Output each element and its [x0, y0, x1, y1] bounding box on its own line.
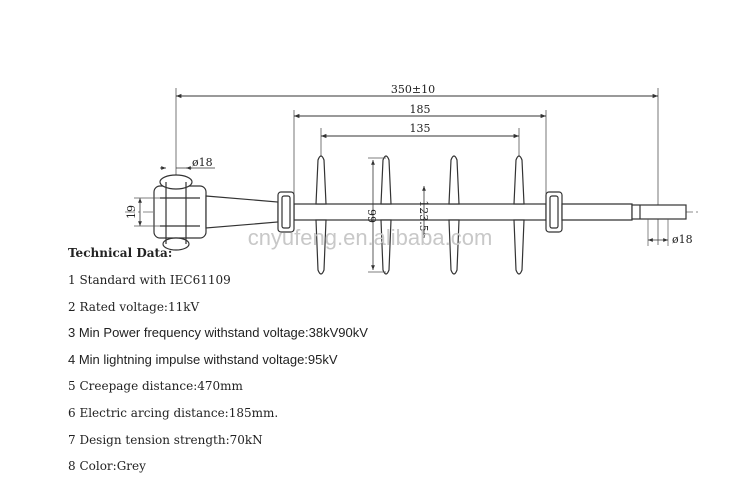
spec-item: 4 Min lightning impulse withstand voltag… — [68, 351, 338, 367]
dim-sheds-outer-label: 185 — [410, 103, 431, 116]
technical-data-list: 1 Standard with IEC61109 2 Rated voltage… — [68, 272, 368, 485]
dim-core-dia-label: 123.5 — [417, 200, 430, 232]
spec-item: 8 Color:Grey — [68, 459, 146, 474]
sheds — [315, 155, 525, 275]
dim-overall-label: 350±10 — [391, 83, 435, 96]
dim-sheds-inner-label: 135 — [410, 122, 431, 135]
dim-eye-width-label: 19 — [125, 205, 138, 219]
technical-data-title: Technical Data: — [68, 246, 173, 260]
dim-eye-dia-label: ø18 — [192, 156, 213, 169]
spec-item: 6 Electric arcing distance:185mm. — [68, 405, 279, 420]
clevis-end-fitting — [153, 174, 279, 251]
spec-item: 5 Creepage distance:470mm — [68, 379, 243, 394]
watermark: cnyufeng.en.alibaba.com — [248, 225, 493, 250]
spec-item: 7 Design tension strength:70kN — [68, 432, 263, 447]
rod-end-fitting — [561, 203, 687, 221]
spec-item: 2 Rated voltage:11kV — [68, 299, 200, 314]
spec-item: 3 Min Power frequency withstand voltage:… — [68, 325, 368, 341]
spec-item: 1 Standard with IEC61109 — [68, 273, 231, 287]
dim-rod-dia-label: ø18 — [672, 233, 693, 246]
dim-shed-dia-label: 99 — [365, 209, 378, 223]
